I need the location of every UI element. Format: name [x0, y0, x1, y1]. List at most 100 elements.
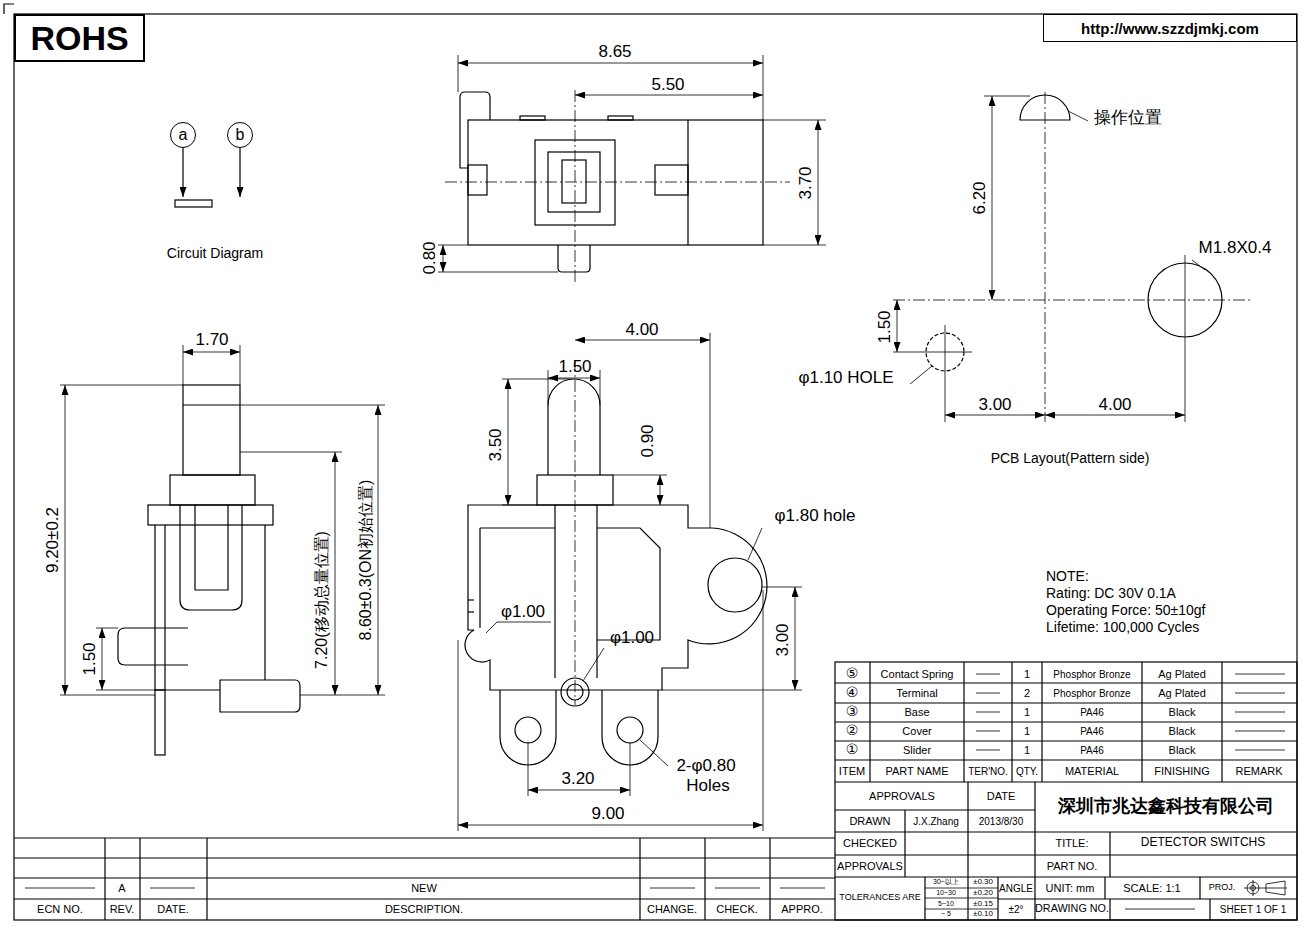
label-text: φ1.00	[610, 629, 654, 648]
label-text: TOLERANCES ARE	[839, 893, 920, 903]
label-text: 深圳市兆达鑫科技有限公司	[1058, 796, 1274, 816]
label-text: 1	[1024, 668, 1030, 680]
dimension-label: 6.20	[971, 181, 990, 214]
label-text: 2	[1024, 687, 1030, 699]
label-text: 2-φ0.80	[676, 757, 735, 776]
node-text: ROHS	[30, 21, 128, 55]
label-text: PART NO.	[1047, 860, 1098, 872]
label-text: TITLE:	[1055, 837, 1088, 849]
label-text: Operating Force: 50±10gf	[1046, 603, 1205, 618]
label-text: 9.00	[591, 805, 624, 824]
label-text: PCB Layout(Pattern side)	[991, 451, 1150, 466]
label-text: ③	[846, 704, 859, 719]
dimension-label: 9.20±0.2	[44, 507, 63, 573]
terminal-circle: b	[227, 122, 253, 148]
label-text: PA46	[1080, 726, 1104, 737]
label-text: TER'NO.	[968, 766, 1008, 777]
label-text: ECN NO.	[37, 903, 83, 915]
label-text: SHEET 1 OF 1	[1220, 904, 1287, 915]
label-text: Rating: DC 30V 0.1A	[1046, 586, 1176, 601]
label-text: M1.8X0.4	[1199, 239, 1272, 258]
label-text: REV.	[110, 903, 135, 915]
label-text: 4.00	[625, 321, 658, 340]
label-text: Slider	[903, 744, 931, 756]
label-box: ROHS	[14, 14, 145, 62]
label-text: Ag Plated	[1158, 687, 1206, 699]
label-text: REMARK	[1235, 765, 1282, 777]
node-text: a	[179, 127, 188, 143]
label-text: APPROVALS	[837, 860, 903, 872]
label-text: Black	[1169, 744, 1196, 756]
label-text: Terminal	[896, 687, 938, 699]
label-text: ±0.10	[973, 910, 993, 919]
label-text: Lifetime: 100,000 Cycles	[1046, 620, 1199, 635]
dimension-label: 7.20(移动总量位置)	[313, 531, 331, 669]
dimension-label: 1.50	[81, 642, 100, 675]
label-text: Phosphor Bronze	[1053, 669, 1130, 680]
terminal-circle: a	[170, 122, 196, 148]
label-text: φ1.80 hole	[775, 507, 856, 526]
label-text: PA46	[1080, 707, 1104, 718]
label-text: Contact Spring	[881, 668, 954, 680]
dimension-label: 3.50	[487, 428, 506, 461]
label-text: Ag Plated	[1158, 668, 1206, 680]
label-text: 10~30	[936, 889, 956, 897]
label-text: ~ 5	[941, 910, 951, 918]
label-text: 1	[1024, 744, 1030, 756]
label-text: 3.00	[978, 396, 1011, 415]
label-text: DETECTOR SWITCHS	[1141, 836, 1265, 849]
label-text: CHECK.	[716, 903, 758, 915]
label-text: Black	[1169, 706, 1196, 718]
label-text: NOTE:	[1046, 569, 1089, 584]
label-text: APPRO.	[781, 903, 823, 915]
label-text: PROJ.	[1209, 883, 1236, 893]
label-text: Black	[1169, 725, 1196, 737]
label-text: Phosphor Bronze	[1053, 688, 1130, 699]
label-text: ±0.30	[973, 878, 993, 887]
label-text: DESCRIPTION.	[385, 903, 463, 915]
label-text: ±0.15	[973, 900, 993, 909]
dimension-label: 1.50	[876, 310, 895, 343]
label-text: φ1.10 HOLE	[798, 369, 893, 388]
label-text: QTY.	[1016, 766, 1038, 777]
label-text: ①	[846, 742, 859, 757]
label-text: ④	[846, 685, 859, 700]
label-text: ⑤	[846, 666, 859, 681]
label-text: 1.70	[195, 331, 228, 350]
label-text: ±0.20	[973, 889, 993, 898]
label-text: CHECKED	[843, 837, 897, 849]
label-text: Cover	[902, 725, 931, 737]
label-text: APPROVALS	[869, 790, 935, 802]
dimension-label: 0.90	[639, 424, 658, 457]
label-text: Base	[904, 706, 929, 718]
node-text: http://www.szzdjmkj.com	[1081, 21, 1259, 36]
label-text: Holes	[686, 777, 729, 796]
label-text: Circuit Diagram	[167, 246, 263, 261]
label-text: 4.00	[1098, 396, 1131, 415]
label-text: 30~以上	[933, 878, 959, 886]
label-text: SCALE: 1:1	[1123, 882, 1180, 894]
dimension-label: 3.70	[797, 166, 816, 199]
label-text: 1	[1024, 706, 1030, 718]
node-text: b	[236, 127, 245, 143]
label-text: J.X.Zhang	[913, 816, 959, 827]
label-text: 3.20	[561, 770, 594, 789]
dimension-label: 0.80	[421, 241, 440, 274]
label-text: φ1.00	[501, 603, 545, 622]
label-text: UNIT: mm	[1046, 882, 1095, 894]
dimension-label: 8.60±0.3(ON初始位置)	[357, 480, 375, 641]
label-text: DRAWN	[849, 815, 890, 827]
label-text: NEW	[411, 882, 437, 894]
label-text: 2013/8/30	[979, 816, 1024, 827]
label-text: MATERIAL	[1065, 765, 1119, 777]
label-text: DATE.	[157, 903, 189, 915]
label-text: 5.50	[651, 76, 684, 95]
label-text: ANGLE	[999, 883, 1033, 894]
label-text: DATE	[987, 790, 1016, 802]
label-text: 1.50	[558, 358, 591, 377]
label-text: ②	[846, 723, 859, 738]
label-text: CHANGE.	[647, 903, 697, 915]
label-text: PA46	[1080, 745, 1104, 756]
label-text: ITEM	[839, 765, 865, 777]
